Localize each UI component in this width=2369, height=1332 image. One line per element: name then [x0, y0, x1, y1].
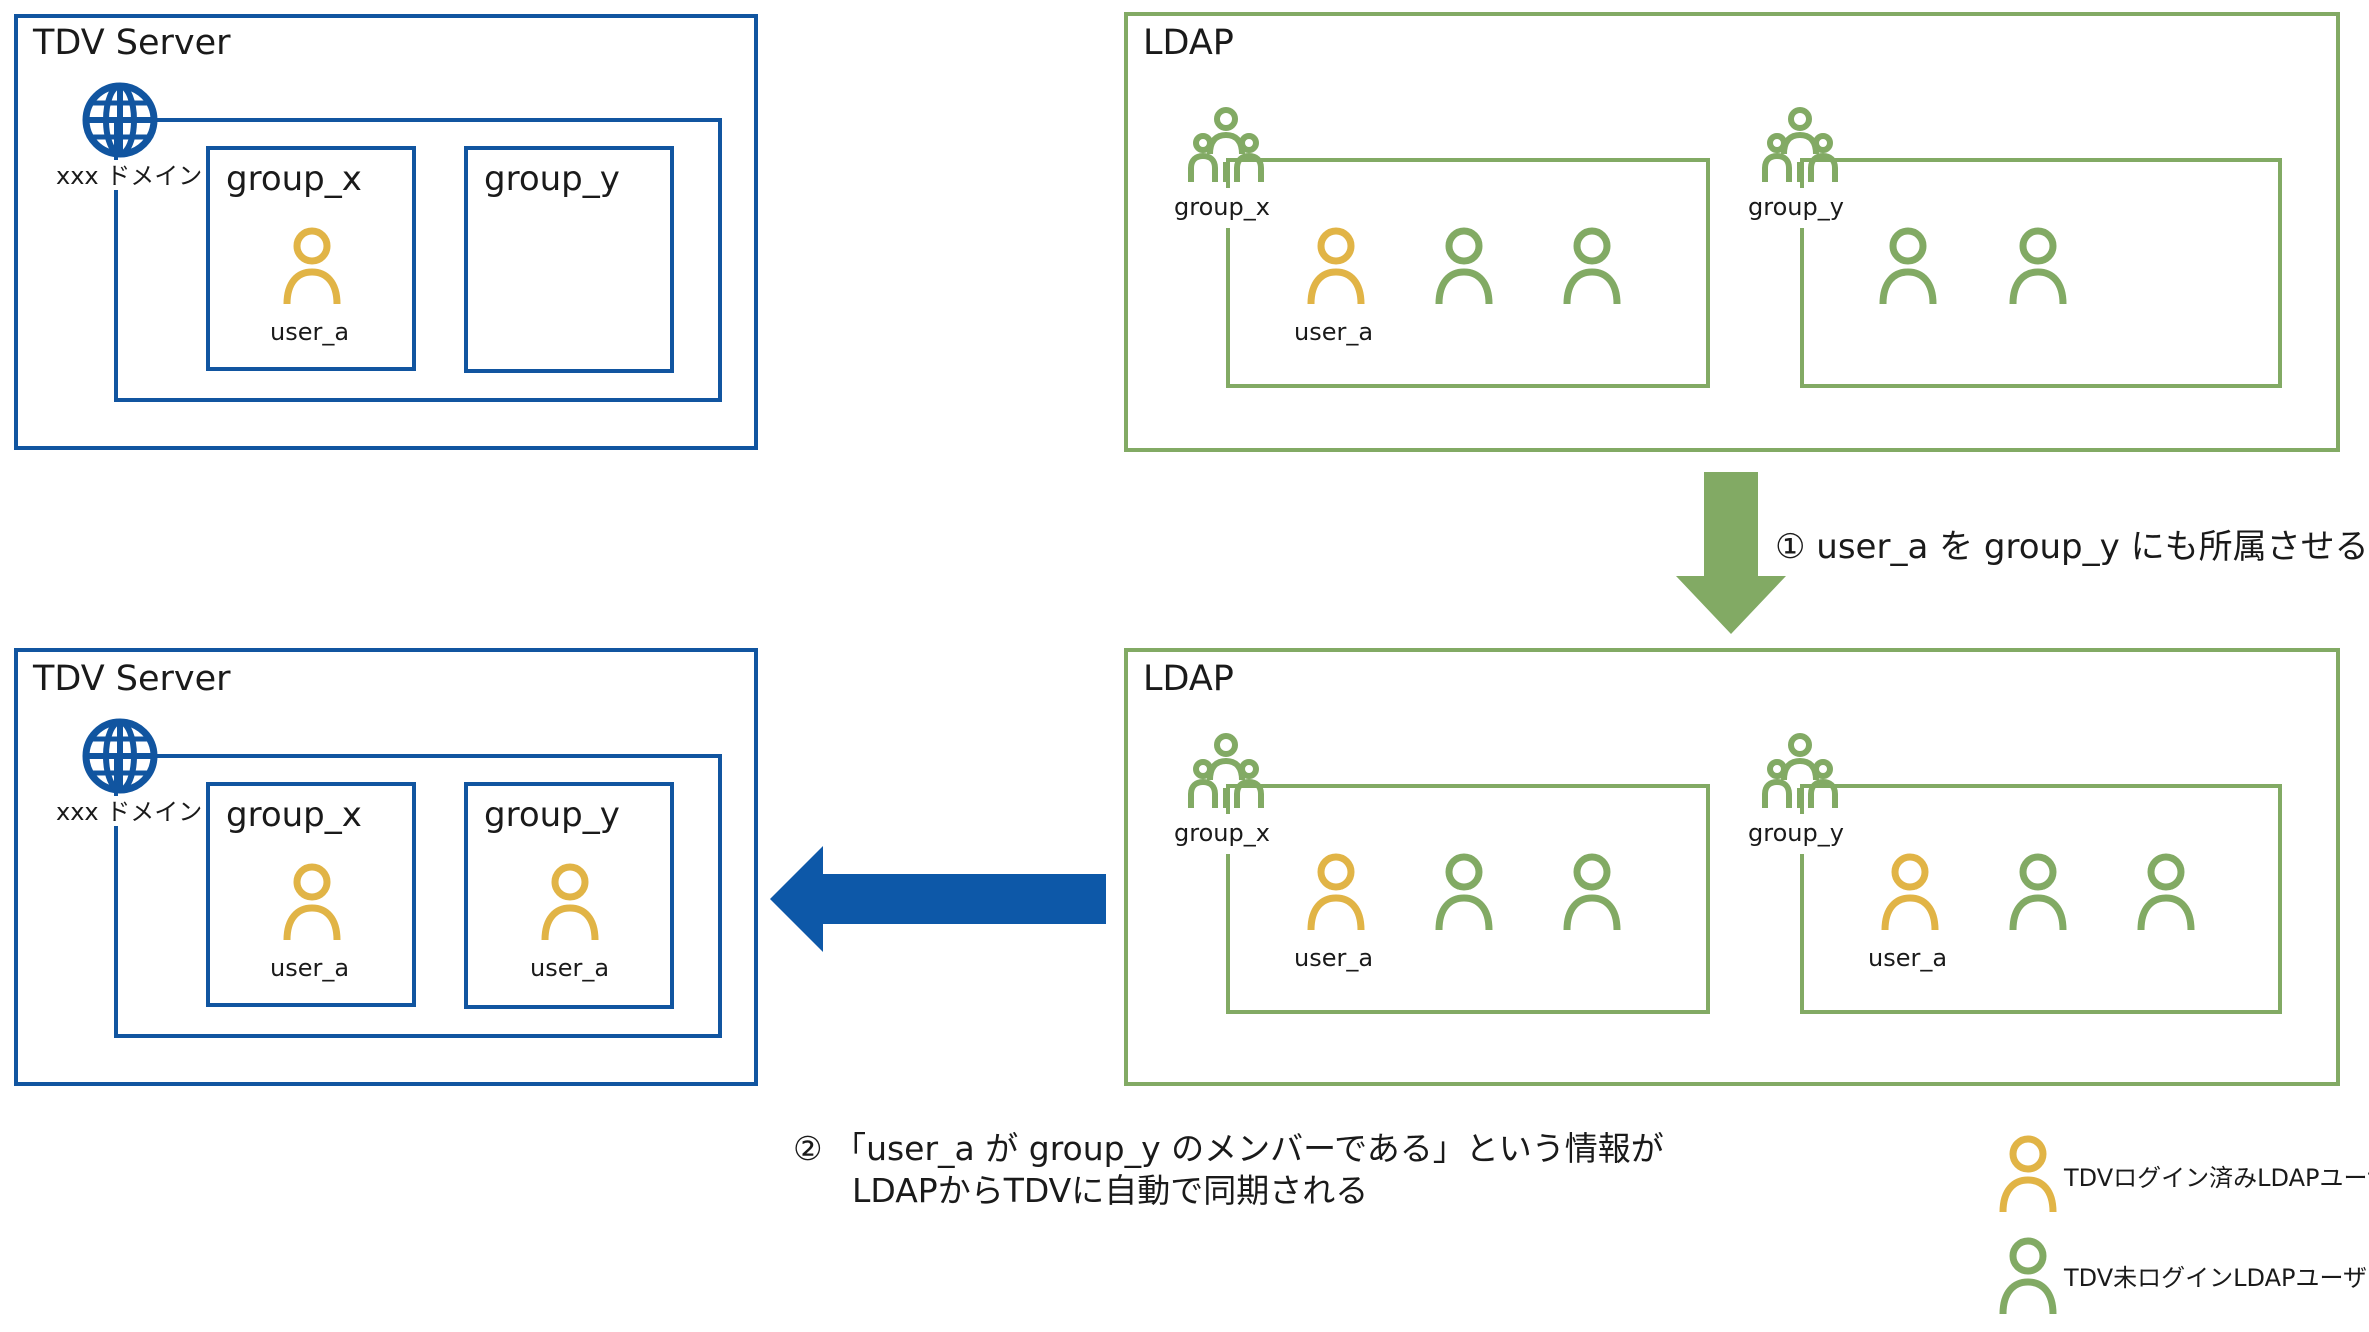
legend-not-logged-in-label: TDV未ログインLDAPユーザ [2064, 1264, 2367, 1292]
globe-icon [80, 80, 160, 160]
group-icon [1760, 732, 1840, 812]
ldap-group-y-before [1800, 158, 2282, 388]
legend-not-logged-in-icon [1996, 1236, 2060, 1316]
group-label: group_y [1748, 819, 1844, 847]
ldap-group-y-after [1800, 784, 2282, 1014]
ldap-group-x-before [1226, 158, 1710, 388]
arrow-down-icon [1676, 472, 1786, 634]
user-not-logged-in-icon [2006, 852, 2070, 932]
ldap-after [1124, 648, 2340, 1086]
tdv-server-before [14, 14, 758, 450]
step2-text-line1: ② 「user_a が group_y のメンバーである」という情報が [793, 1129, 1664, 1168]
user-logged-in-icon [1304, 226, 1368, 306]
step1-text: ① user_a を group_y にも所属させる [1775, 527, 2369, 567]
group-icon [1186, 106, 1266, 186]
domain-label: xxx ドメイン [56, 798, 203, 826]
user-not-logged-in-icon [2134, 852, 2198, 932]
user-logged-in-icon [1878, 852, 1942, 932]
user-not-logged-in-icon [1432, 852, 1496, 932]
ldap-title: LDAP [1143, 659, 1234, 699]
domain-box [114, 754, 722, 1038]
legend-logged-in-icon [1996, 1134, 2060, 1214]
step2-text-line2: LDAPからTDVに自動で同期される [852, 1171, 1369, 1210]
domain-label: xxx ドメイン [56, 162, 203, 190]
group-label: group_y [484, 795, 620, 835]
group-icon [1186, 732, 1266, 812]
group-icon [1760, 106, 1840, 186]
tdv-group-y-before [464, 146, 674, 373]
tdv-server-after [14, 648, 758, 1086]
group-label: group_x [1174, 193, 1270, 221]
group-label: group_y [484, 159, 620, 199]
ldap-before [1124, 12, 2340, 452]
ldap-group-x-after [1226, 784, 1710, 1014]
user-not-logged-in-icon [1560, 852, 1624, 932]
user-label: user_a [270, 318, 350, 346]
user-label: user_a [1294, 318, 1374, 346]
user-logged-in-icon [1304, 852, 1368, 932]
user-logged-in-icon [538, 862, 602, 942]
globe-icon [80, 716, 160, 796]
legend-logged-in-label: TDVログイン済みLDAPユーザ [2064, 1164, 2369, 1192]
tdv-server-title: TDV Server [33, 659, 231, 699]
user-not-logged-in-icon [1876, 226, 1940, 306]
user-not-logged-in-icon [1432, 226, 1496, 306]
user-label: user_a [270, 954, 350, 982]
group-label: group_x [226, 159, 362, 199]
tdv-group-x-before [206, 146, 416, 371]
user-logged-in-icon [280, 862, 344, 942]
ldap-title: LDAP [1143, 23, 1234, 63]
group-label: group_y [1748, 193, 1844, 221]
group-label: group_x [226, 795, 362, 835]
user-label: user_a [530, 954, 610, 982]
user-not-logged-in-icon [1560, 226, 1624, 306]
arrow-left-icon [770, 846, 1106, 952]
group-label: group_x [1174, 819, 1270, 847]
tdv-group-x-after [206, 782, 416, 1007]
user-label: user_a [1294, 944, 1374, 972]
tdv-group-y-after [464, 782, 674, 1009]
tdv-server-title: TDV Server [33, 23, 231, 63]
user-not-logged-in-icon [2006, 226, 2070, 306]
user-logged-in-icon [280, 226, 344, 306]
user-label: user_a [1868, 944, 1948, 972]
domain-box [114, 118, 722, 402]
